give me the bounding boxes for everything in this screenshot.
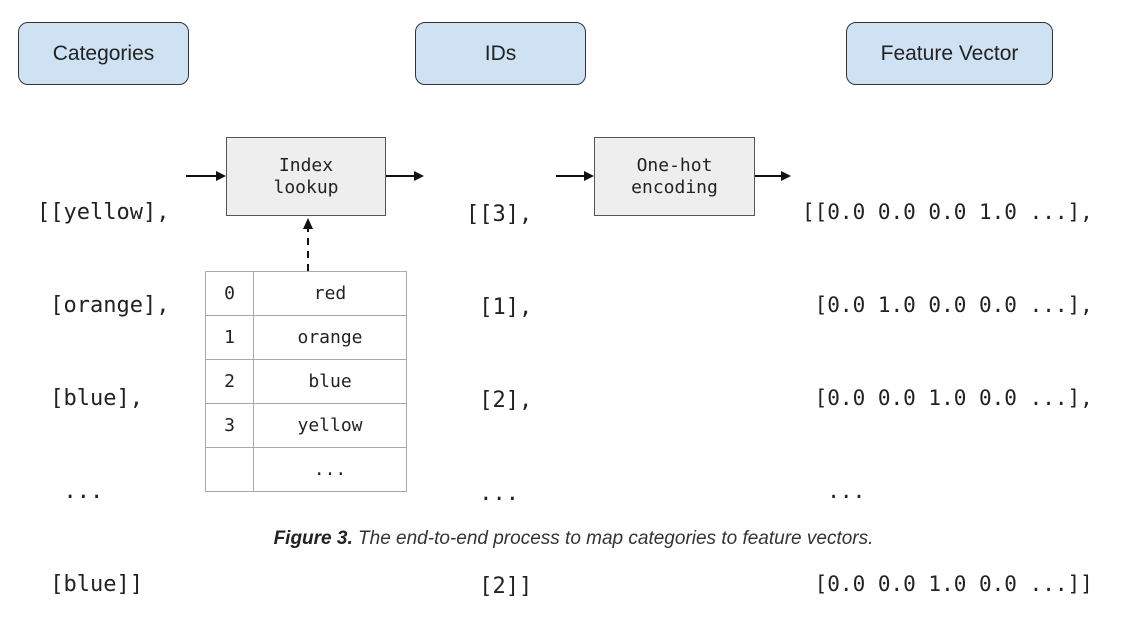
arrow-to-feature-vectors: [755, 171, 791, 181]
table-index-cell: 0: [205, 271, 254, 316]
categories-line: ...: [37, 479, 104, 504]
one-hot-encoding-box: One-hot encoding: [594, 137, 755, 216]
categories-header: Categories: [18, 22, 189, 85]
feature-vector-line: [[0.0 0.0 0.0 1.0 ...],: [802, 200, 1093, 224]
arrow-to-index-lookup: [186, 171, 226, 181]
feature-vector-line: ...: [802, 479, 866, 503]
ids-header: IDs: [415, 22, 586, 85]
table-row: ...: [205, 447, 407, 492]
categories-line: [blue],: [37, 386, 143, 411]
table-value-cell: orange: [253, 315, 407, 360]
table-value-cell: blue: [253, 359, 407, 404]
categories-line: [blue]]: [37, 572, 143, 597]
table-value-cell: ...: [253, 447, 407, 492]
feature-vector-line: [0.0 0.0 1.0 0.0 ...]]: [802, 572, 1093, 596]
index-lookup-label-line1: Index: [278, 154, 334, 176]
dashed-arrow-from-table: [303, 218, 313, 271]
ids-line: [[3],: [466, 202, 533, 227]
feature-vector-header: Feature Vector: [846, 22, 1053, 85]
one-hot-label-line2: encoding: [631, 176, 718, 198]
ids-list: [[3], [1], [2], ... [2]]: [466, 137, 532, 633]
caption-label: Figure 3.: [273, 528, 353, 549]
table-index-cell: 2: [205, 359, 254, 404]
vocabulary-lookup-table: 0 red 1 orange 2 blue 3 yellow ...: [205, 271, 407, 492]
table-index-cell: 1: [205, 315, 254, 360]
index-lookup-box: Index lookup: [226, 137, 386, 216]
categories-line: [[yellow],: [37, 200, 170, 225]
table-row: 0 red: [205, 271, 407, 316]
figure-caption: Figure 3. The end-to-end process to map …: [0, 528, 1147, 550]
ids-line: ...: [466, 481, 519, 506]
table-index-cell: 3: [205, 403, 254, 448]
table-row: 3 yellow: [205, 403, 407, 448]
arrow-to-ids: [386, 171, 424, 181]
ids-line: [2]]: [466, 574, 533, 599]
feature-vector-line: [0.0 1.0 0.0 0.0 ...],: [802, 293, 1093, 317]
one-hot-label-line1: One-hot: [636, 154, 713, 176]
ids-line: [1],: [466, 295, 533, 320]
categories-line: [orange],: [37, 293, 170, 318]
table-row: 1 orange: [205, 315, 407, 360]
table-row: 2 blue: [205, 359, 407, 404]
categories-list: [[yellow], [orange], [blue], ... [blue]]: [37, 135, 169, 631]
index-lookup-label-line2: lookup: [273, 176, 339, 198]
ids-line: [2],: [466, 388, 533, 413]
table-value-cell: yellow: [253, 403, 407, 448]
feature-vector-line: [0.0 0.0 1.0 0.0 ...],: [802, 386, 1093, 410]
caption-text: The end-to-end process to map categories…: [352, 528, 874, 549]
feature-vectors-list: [[0.0 0.0 0.0 1.0 ...], [0.0 1.0 0.0 0.0…: [802, 135, 1093, 631]
table-index-cell: [205, 447, 254, 492]
arrow-to-one-hot: [556, 171, 594, 181]
table-value-cell: red: [253, 271, 407, 316]
